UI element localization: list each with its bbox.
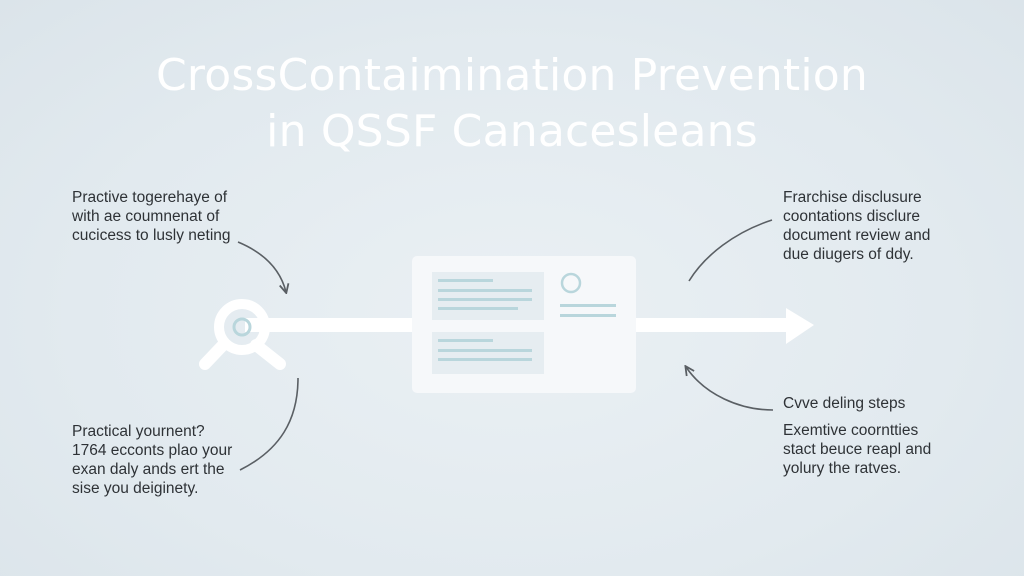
title-line-2: in QSSF Canacesleans: [266, 106, 758, 157]
note-heading: Cvve deling steps: [783, 395, 906, 412]
magnifier-icon: [199, 299, 286, 370]
note-line: cucicess to lusly neting: [72, 227, 231, 244]
note-line: yolury the ratves.: [783, 460, 902, 477]
arrow-right-icon: [786, 308, 814, 344]
connector-bottom-right: [686, 367, 774, 411]
note-top-left: Practive togerehaye of with ae coumnenat…: [72, 188, 231, 245]
connector-top-left: [237, 241, 286, 292]
connector-bottom-left: [239, 377, 299, 471]
title-line-1: CrossContaimination Prevention: [155, 50, 869, 101]
card-text-block-bottom: [432, 332, 544, 374]
connector-top-right: [688, 219, 773, 282]
note-heading: Practical yournent?: [72, 423, 205, 440]
note-heading: Frarchise disclusure: [783, 189, 922, 206]
note-line: with ae coumnenat of: [72, 208, 220, 225]
note-line: 1764 ecconts plao your: [72, 442, 233, 459]
note-bottom-right: Cvve deling steps Exemtive coorntties st…: [783, 394, 931, 478]
note-line: Exemtive coorntties: [783, 422, 919, 439]
note-line: due diugers of ddy.: [783, 246, 914, 263]
card-avatar-circle: [560, 272, 582, 294]
note-top-right: Frarchise disclusure coontations disclur…: [783, 188, 930, 264]
note-line: document review and: [783, 227, 931, 244]
note-line: Practive togerehaye of: [72, 189, 228, 206]
note-line: sise you deiginety.: [72, 480, 199, 497]
note-line: stact beuce reapl and: [783, 441, 932, 458]
document-card-icon: [412, 256, 636, 393]
note-bottom-left: Practical yournent? 1764 ecconts plao yo…: [72, 422, 232, 498]
note-line: exan daly ands ert the: [72, 461, 225, 478]
note-line: coontations disclure: [783, 208, 920, 225]
